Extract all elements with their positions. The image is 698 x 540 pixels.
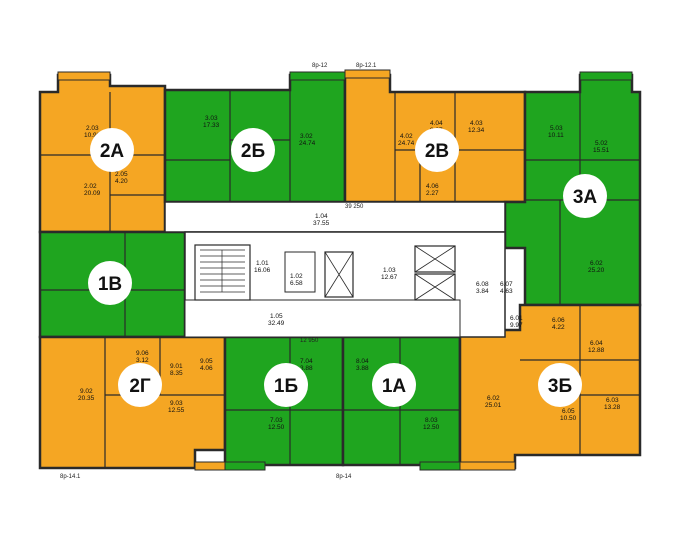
room-area: 12.88	[588, 347, 605, 354]
room-area: 32.49	[268, 320, 285, 327]
badge-label-2b: 2Б	[241, 141, 265, 162]
room-label: 9.02	[80, 388, 93, 395]
room-area: 20.09	[84, 190, 101, 197]
room-label: 7.03	[270, 417, 283, 424]
badge-1b[interactable]: 1Б	[264, 363, 308, 407]
room-label: 2.03	[86, 125, 99, 132]
room-label: 2.02	[84, 183, 97, 190]
room-area: 10.11	[548, 132, 564, 139]
room-label: 6.04	[590, 340, 603, 347]
room-label: 9.01	[170, 363, 183, 370]
room-area: 12.50	[268, 424, 285, 431]
room-label: 8.04	[356, 358, 369, 365]
room-area: 25.20	[588, 267, 605, 274]
room-label: 5.02	[595, 140, 608, 147]
room-area: 4.06	[200, 365, 213, 372]
room-label: 3.02	[300, 133, 313, 140]
staircase	[194, 244, 251, 301]
building-core	[164, 201, 506, 338]
room-area: 4.63	[500, 288, 513, 295]
badge-label-2a: 2А	[100, 141, 125, 162]
room-area: 12.67	[381, 274, 398, 281]
badge-1v[interactable]: 1В	[88, 261, 132, 305]
badge-label-3b: 3Б	[548, 376, 572, 397]
room-area: 3.88	[300, 365, 313, 372]
room-label: 7.04	[300, 358, 313, 365]
room-label: 4.02	[400, 133, 413, 140]
badge-label-1v: 1В	[98, 274, 122, 295]
room-label: 6.01	[510, 315, 523, 322]
unit-badges: 2А 2Б 2В 3А 1В 2Г 1Б 1А	[88, 128, 607, 407]
dimension-labels: 39 250 12 950 8р-12 8р-12.1 8р-14 8р-14.…	[60, 63, 377, 480]
room-label: 6.03	[606, 397, 619, 404]
badge-2v[interactable]: 2В	[415, 128, 459, 172]
dimension-mid: 12 950	[300, 338, 319, 344]
room-area: 24.74	[299, 140, 316, 147]
room-label: 1.02	[290, 273, 303, 280]
room-area: 12.34	[468, 127, 485, 134]
room-area: 24.74	[398, 140, 415, 147]
room-label: 6.02	[487, 395, 500, 402]
room-area: 12.50	[423, 424, 440, 431]
room-label: 9.05	[200, 358, 213, 365]
room-area: 37.55	[313, 220, 330, 227]
badge-3b[interactable]: 3Б	[538, 363, 582, 407]
room-label: 6.05	[562, 408, 575, 415]
room-label: 4.06	[426, 183, 439, 190]
room-label: 6.08	[476, 281, 489, 288]
room-area: 17.33	[203, 122, 220, 129]
badge-label-1b: 1Б	[274, 376, 298, 397]
room-label: 1.05	[270, 313, 283, 320]
room-label: 1.04	[315, 213, 328, 220]
room-label: 9.06	[136, 350, 149, 357]
room-area: 16.06	[254, 267, 271, 274]
axis-label: 8р-12.1	[356, 63, 377, 69]
room-area: 10.50	[560, 415, 577, 422]
room-area: 6.58	[290, 280, 303, 287]
room-area: 15.51	[593, 147, 610, 154]
room-area: 3.88	[356, 365, 369, 372]
room-label: 6.06	[552, 317, 565, 324]
dimension-top: 39 250	[345, 204, 364, 210]
room-area: 4.22	[552, 324, 565, 331]
badge-1a[interactable]: 1А	[372, 363, 416, 407]
room-label: 9.03	[170, 400, 183, 407]
badge-label-2v: 2В	[425, 141, 449, 162]
axis-label: 8р-12	[312, 63, 328, 69]
room-area: 10.93	[84, 132, 101, 139]
room-area: 25.01	[485, 402, 502, 409]
badge-2a[interactable]: 2А	[90, 128, 134, 172]
room-label: 6.02	[590, 260, 603, 267]
room-label: 6.07	[500, 281, 513, 288]
room-area: 13.28	[604, 404, 621, 411]
room-label: 1.03	[383, 267, 396, 274]
room-label: 8.03	[425, 417, 438, 424]
badge-2g[interactable]: 2Г	[118, 363, 162, 407]
room-area: 8.35	[170, 370, 183, 377]
room-area: 12.55	[168, 407, 185, 414]
axis-label: 8р-14.1	[60, 474, 81, 480]
room-label: 4.04	[430, 120, 443, 127]
room-label: 3.03	[205, 115, 218, 122]
room-area: 3.12	[136, 357, 149, 364]
room-label: 2.05	[115, 171, 128, 178]
badge-label-2g: 2Г	[129, 376, 151, 397]
room-area: 4.20	[115, 178, 128, 185]
room-label: 5.03	[550, 125, 563, 132]
room-area: 2.27	[426, 190, 439, 197]
room-label: 1.01	[256, 260, 269, 267]
room-area: 3.84	[476, 288, 489, 295]
axis-label: 8р-14	[336, 474, 352, 480]
badge-label-3a: 3А	[573, 187, 598, 208]
badge-label-1a: 1А	[382, 376, 407, 397]
room-area: 20.35	[78, 395, 95, 402]
room-labels: 2.03 10.93 2.02 20.09 2.05 4.20 3.02 24.…	[78, 115, 621, 431]
room-area: 9.97	[510, 322, 523, 329]
room-label: 4.03	[470, 120, 483, 127]
badge-2b[interactable]: 2Б	[231, 128, 275, 172]
badge-3a[interactable]: 3А	[563, 174, 607, 218]
